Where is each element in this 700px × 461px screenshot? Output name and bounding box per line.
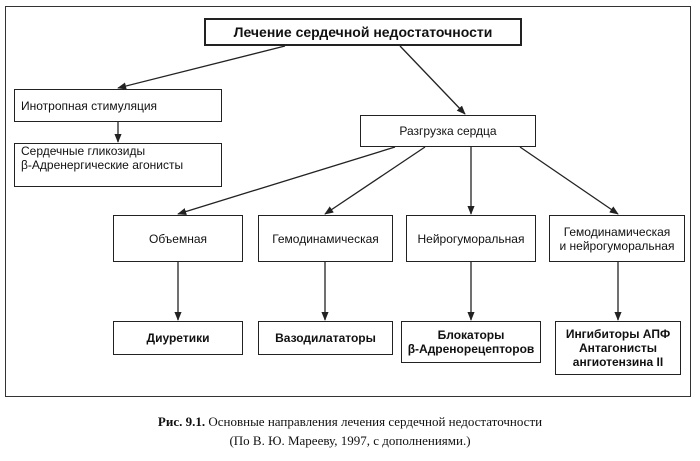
node-diuretics: Диуретики — [113, 321, 243, 355]
node-diuretics-label: Диуретики — [146, 331, 210, 345]
node-inotropic: Инотропная стимуляция — [14, 89, 222, 122]
node-hemodynamic-label: Гемодинамическая — [272, 231, 379, 246]
figure-source: (По В. Ю. Марееву, 1997, с дополнениями.… — [0, 433, 700, 449]
edge-unloading-hemodynamic — [324, 146, 426, 215]
node-hemo-neuro: Гемодинамическая и нейрогуморальная — [549, 215, 685, 262]
node-unloading: Разгрузка сердца — [360, 115, 536, 147]
node-inotropic-drugs: Сердечные гликозиды β-Адренергические аг… — [14, 143, 222, 187]
node-inotropic-drug-1: Сердечные гликозиды — [21, 144, 146, 158]
figure-caption: Рис. 9.1. Основные направления лечения с… — [0, 414, 700, 430]
node-hemo-neuro-line-1: Гемодинамическая — [563, 224, 671, 239]
node-ace: Ингибиторы АПФ Антагонисты ангиотензина … — [555, 321, 681, 375]
edge-root-unloading — [399, 45, 466, 115]
figure-source-text: (По В. Ю. Марееву, 1997, с дополнениями.… — [229, 433, 471, 448]
node-hemodynamic: Гемодинамическая — [258, 215, 393, 262]
node-vasodilators-label: Вазодилататоры — [275, 331, 376, 345]
edge-unloading-hemo-neuro — [519, 146, 619, 215]
node-neurohumoral-label: Нейрогуморальная — [417, 231, 525, 246]
node-ace-line-1: Ингибиторы АПФ — [565, 327, 671, 341]
node-volume: Объемная — [113, 215, 243, 262]
figure-title: Основные направления лечения сердечной н… — [208, 414, 543, 429]
node-ace-line-3: ангиотензина II — [572, 355, 664, 369]
node-unloading-label: Разгрузка сердца — [399, 124, 497, 138]
node-vasodilators: Вазодилататоры — [258, 321, 393, 355]
node-root-label: Лечение сердечной недостаточности — [233, 24, 493, 40]
edge-root-inotropic — [117, 45, 286, 90]
diagram-frame — [5, 6, 691, 397]
node-inotropic-drug-2: β-Адренергические агонисты — [21, 158, 184, 172]
node-root: Лечение сердечной недостаточности — [204, 18, 522, 46]
node-ace-line-2: Антагонисты — [578, 341, 658, 355]
node-blockers-line-1: Блокаторы — [437, 328, 505, 342]
figure-number: Рис. 9.1. — [157, 414, 206, 429]
node-neurohumoral: Нейрогуморальная — [406, 215, 536, 262]
node-blockers: Блокаторы β-Адренорецепторов — [401, 321, 541, 363]
node-inotropic-label: Инотропная стимуляция — [21, 98, 158, 113]
node-volume-label: Объемная — [148, 231, 208, 246]
edge-unloading-volume — [177, 146, 396, 216]
node-hemo-neuro-line-2: и нейрогуморальная — [559, 238, 675, 253]
node-blockers-line-2: β-Адренорецепторов — [407, 342, 535, 356]
